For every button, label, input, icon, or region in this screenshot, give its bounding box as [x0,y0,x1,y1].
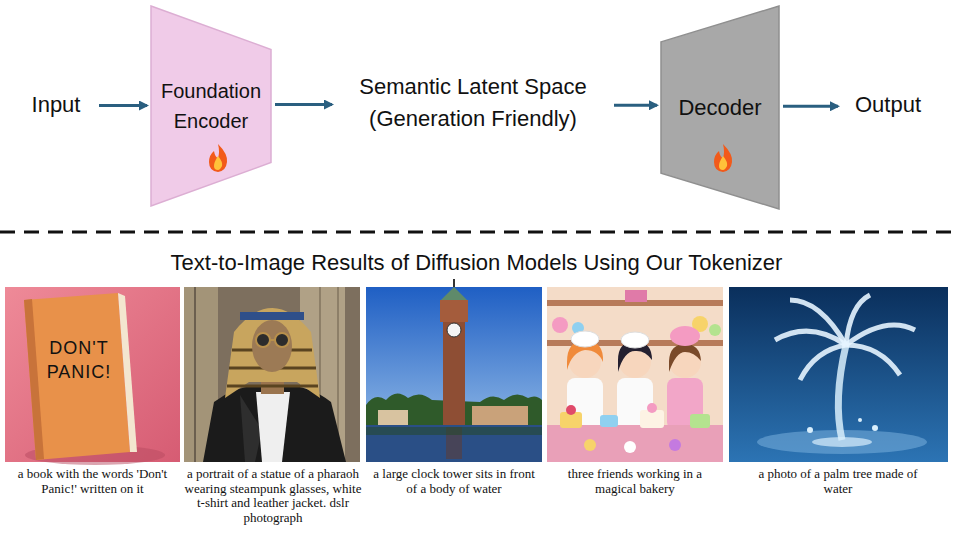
image-caption: a photo of a palm tree made of water [753,467,923,496]
rect-shape [472,406,528,425]
rect-shape [5,287,180,462]
circle-shape [858,418,862,422]
circle-shape [872,425,878,431]
rect-shape [625,290,647,302]
image-caption: a large clock tower sits in front of a b… [372,467,536,496]
path-shape [846,325,915,345]
rect-shape [378,410,408,425]
book-image [5,287,180,465]
rect-shape [729,287,948,462]
fire-icon [714,144,732,172]
book-cover-text: DON'T PANIC! [38,336,120,384]
rect-shape [690,414,710,428]
path-shape [714,144,732,172]
circle-shape [669,439,681,451]
rect-shape [440,300,468,322]
circle-shape [566,405,576,415]
circle-shape [275,333,289,347]
path-shape [775,331,846,345]
rect-shape [366,425,542,462]
trapezoid-shape [661,6,779,209]
circle-shape [447,323,461,337]
node-text: Foundation Encoder [153,76,269,136]
bakery-image [547,287,723,462]
path-shape [790,300,846,345]
rect-shape [366,287,542,462]
ellipse-shape [252,320,292,372]
input-node: Input [16,88,96,122]
rect-shape [600,415,618,427]
path-shape [846,345,900,375]
path-shape [214,156,222,170]
circle-shape [584,439,596,451]
image-caption: three friends working in a magical baker… [550,467,720,496]
latent-space-node: Semantic Latent Space (Generation Friend… [335,68,611,138]
node-text: Semantic Latent Space (Generation Friend… [335,71,611,135]
rect-shape [547,287,723,462]
polygon-shape [24,293,130,460]
node-text: Input [32,90,81,120]
circle-shape [552,317,568,333]
water-palm-image [729,287,948,462]
rect-shape [366,427,542,435]
line-shape [194,287,196,462]
clock-tower-image [366,279,542,462]
polygon-shape [118,293,137,452]
image-caption: a portrait of a statue of a pharaoh wear… [180,467,366,525]
ellipse-shape [621,332,649,348]
rect-shape [443,318,465,425]
pharaoh-image [184,287,360,462]
flow-arrow [99,104,147,107]
polygon-shape [256,392,290,462]
rect-shape [547,425,723,462]
rect-shape [240,312,304,320]
output-node: Output [841,88,935,122]
polygon-shape [24,299,44,460]
polygon-shape [441,287,467,300]
line-shape [453,279,455,287]
trapezoid-shape [151,6,271,206]
path-shape [838,345,846,440]
fire-icon [209,144,227,172]
path-shape [225,308,320,398]
image-caption: a book with the words 'Don't Panic!' wri… [5,467,180,496]
circle-shape [709,324,721,336]
trapezoid-outline [150,5,272,207]
circle-shape [256,333,270,347]
decoder-trapezoid: Decoder [660,5,780,210]
node-text: Output [855,90,921,120]
path-shape [719,156,727,170]
flow-arrow [783,105,838,108]
rect-shape [184,287,360,462]
ellipse-shape [670,326,700,346]
line-shape [270,339,275,341]
path-shape [800,345,846,380]
ellipse-shape [571,331,599,347]
path-shape [209,144,227,172]
flow-arrow [614,104,657,107]
path-shape [669,344,701,372]
section-divider [0,231,953,234]
circle-shape [807,427,813,433]
node-text: Decoder [678,93,761,123]
path-shape [203,385,346,462]
flow-arrow [275,103,332,106]
circle-shape [624,441,636,453]
encoder-trapezoid: Foundation Encoder [150,5,272,207]
circle-shape [647,403,657,413]
section-heading: Text-to-Image Results of Diffusion Model… [0,249,953,277]
